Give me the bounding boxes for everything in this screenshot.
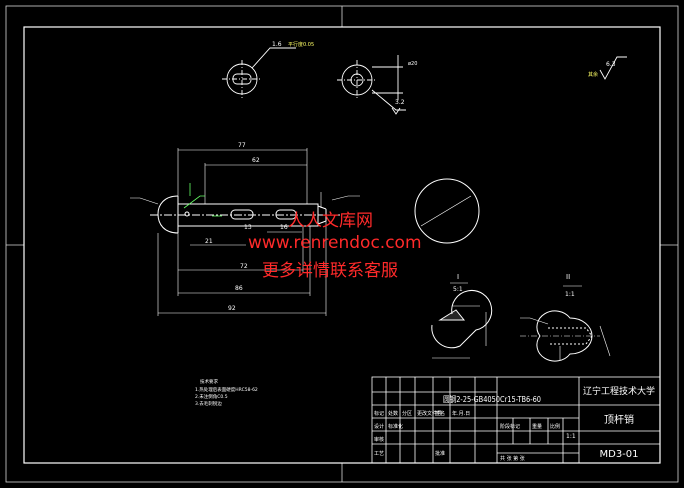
- leader-note-1: 平行度0.05: [288, 41, 314, 48]
- general-roughness-note: 其余: [588, 71, 598, 78]
- general-roughness: [599, 56, 627, 80]
- svg-text:设计: 设计: [374, 423, 384, 430]
- svg-text:2.未注倒角C0.5: 2.未注倒角C0.5: [195, 393, 228, 400]
- svg-text:3.去毛刺锐边: 3.去毛刺锐边: [195, 400, 222, 407]
- dim-vertical-label: ø20: [408, 61, 417, 67]
- watermark-line-3: 更多详情联系客服: [262, 261, 398, 281]
- dim-92: 92: [228, 305, 236, 312]
- svg-text:比例: 比例: [550, 423, 560, 430]
- svg-text:阶段标记: 阶段标记: [500, 423, 520, 430]
- title-block-grid: [371, 376, 661, 464]
- section-II-view: [520, 310, 611, 362]
- main-view-leaders: [183, 183, 222, 217]
- title-material: 圆钢2-25-GB4050Cr15-TB6-60: [443, 394, 541, 404]
- svg-text:年.月.日: 年.月.日: [452, 410, 470, 417]
- svg-text:审核: 审核: [374, 436, 384, 443]
- svg-text:重量: 重量: [532, 423, 542, 430]
- svg-text:共 张 第 张: 共 张 第 张: [500, 455, 525, 462]
- svg-text:更改文件号: 更改文件号: [417, 410, 442, 417]
- general-roughness-value: 6.3: [606, 61, 616, 68]
- dim-86: 86: [235, 285, 243, 292]
- section-I-view: [431, 289, 493, 359]
- dim-62: 62: [252, 157, 260, 164]
- section-I-label: I: [457, 273, 459, 281]
- svg-text:签名: 签名: [435, 410, 445, 417]
- watermark-line-1: 人人文库网: [288, 211, 373, 231]
- svg-text:标记: 标记: [374, 410, 384, 417]
- roughness-note-1: 1.6: [272, 41, 282, 48]
- dim-21: 21: [205, 238, 213, 245]
- dim-13: 13: [244, 224, 252, 231]
- drawing-border: [23, 26, 661, 464]
- section-II-scale: 1:1: [565, 291, 575, 298]
- svg-text:1.热处理后表面硬度HRC58-62: 1.热处理后表面硬度HRC58-62: [195, 386, 258, 393]
- section-II-label: II: [566, 273, 570, 281]
- title-school: 辽宁工程技术大学: [583, 385, 655, 397]
- svg-text:批准: 批准: [435, 450, 445, 457]
- top-detail-left: [222, 47, 296, 98]
- svg-text:标准化: 标准化: [388, 423, 403, 430]
- detail-circle: [414, 178, 480, 244]
- main-view-dimensions: [130, 148, 360, 316]
- svg-text:工艺: 工艺: [374, 451, 384, 457]
- top-detail-right: [337, 55, 406, 115]
- dim-72: 72: [240, 263, 248, 270]
- watermark-line-2: www.renrendoc.com: [248, 233, 422, 253]
- svg-text:技术要求: 技术要求: [200, 378, 218, 385]
- title-scale: 1:1: [566, 433, 576, 440]
- center-marks: [6, 6, 678, 482]
- section-I-scale: 5:1: [453, 286, 463, 293]
- svg-text:处数: 处数: [388, 410, 398, 417]
- title-block-headers: 标记 处数 分区 更改文件号 签名 年.月.日 设计 标准化 审核 工艺 批准 …: [374, 410, 560, 462]
- title-drawing-no: MD3-01: [599, 449, 638, 460]
- tech-notes: 技术要求 1.热处理后表面硬度HRC58-62 2.未注倒角C0.5 3.去毛刺…: [195, 378, 258, 407]
- title-part-name: 顶杆销: [604, 413, 634, 426]
- dim-77: 77: [238, 142, 246, 149]
- dim-16: 16: [280, 224, 288, 231]
- svg-text:分区: 分区: [402, 410, 412, 417]
- roughness-note-2: 3.2: [395, 99, 405, 106]
